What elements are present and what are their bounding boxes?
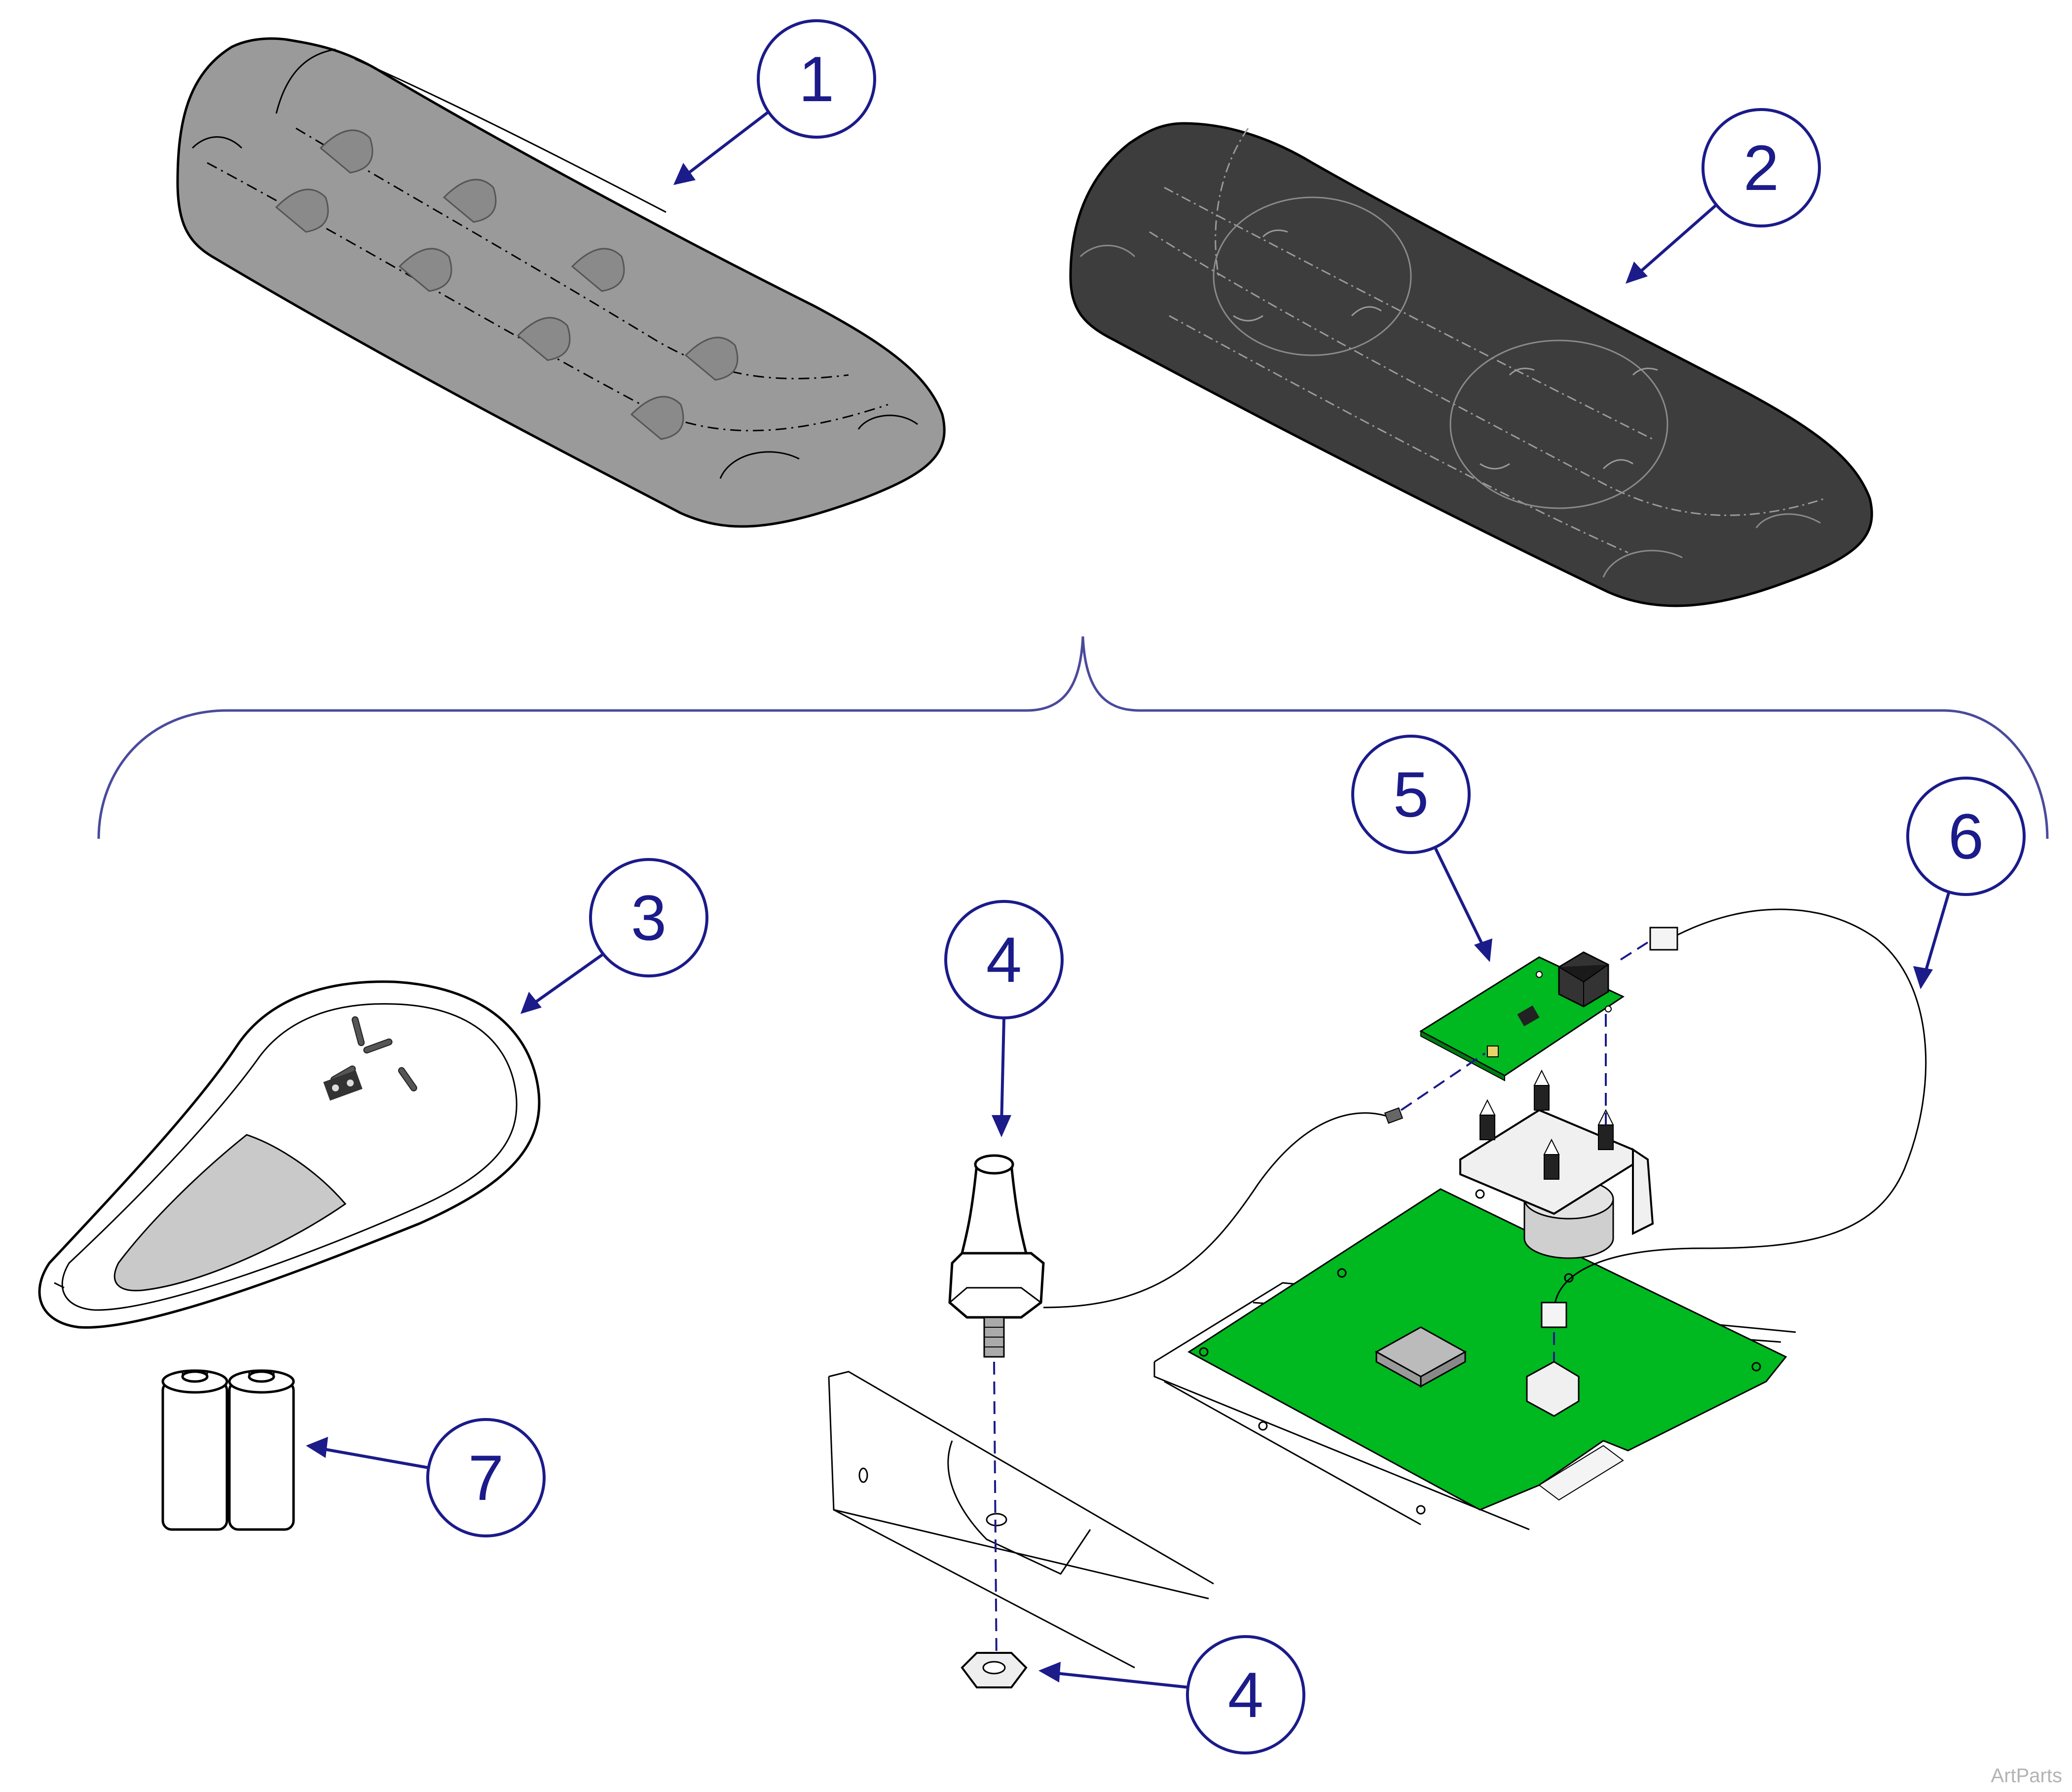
callout-2: 2 xyxy=(1626,108,1821,284)
callout-3: 3 xyxy=(520,858,708,1014)
callout-6-label: 6 xyxy=(1948,800,1984,872)
callout-4-antenna: 4 xyxy=(944,900,1064,1137)
callout-4-nut: 4 xyxy=(1038,1635,1305,1755)
callout-5-label: 5 xyxy=(1393,758,1429,830)
callout-4-antenna-label: 4 xyxy=(986,924,1022,996)
artparts-credit: ArtParts xyxy=(1991,1765,2062,1787)
callout-1-label: 1 xyxy=(799,43,834,115)
callout-6: 6 xyxy=(1906,777,2026,989)
cushion-gray-illustration xyxy=(176,37,946,528)
callout-2-label: 2 xyxy=(1743,132,1779,204)
batteries-illustration xyxy=(161,1369,295,1531)
remote-control-illustration xyxy=(38,980,541,1329)
callout-3-label: 3 xyxy=(631,882,666,954)
cushion-charcoal-illustration xyxy=(1069,122,1873,607)
group-brace xyxy=(97,636,2049,839)
callout-5: 5 xyxy=(1351,735,1492,962)
callout-1: 1 xyxy=(673,19,876,185)
callout-7: 7 xyxy=(306,1418,546,1537)
receiver-assembly-illustration xyxy=(1153,908,1927,1531)
callout-4-nut-label: 4 xyxy=(1228,1659,1263,1731)
callout-7-label: 7 xyxy=(468,1442,504,1514)
antenna-illustration xyxy=(828,1112,1392,1688)
